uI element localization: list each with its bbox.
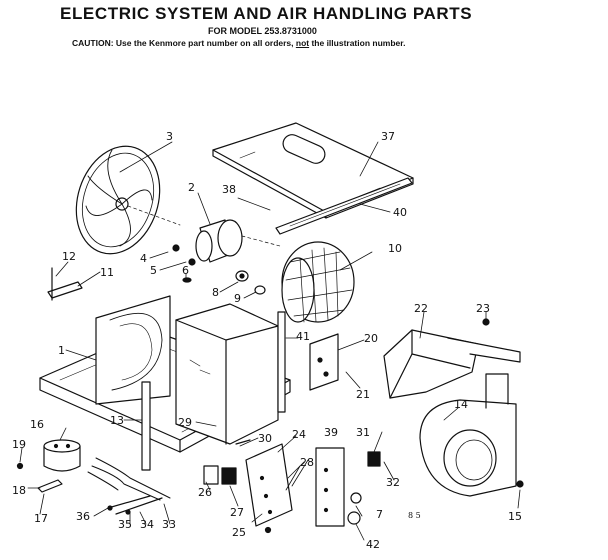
- air-deflector: [383, 329, 479, 399]
- rail-strip: [275, 177, 413, 235]
- support-post: [141, 381, 151, 471]
- callout-35: 35: [118, 518, 132, 531]
- callout-15: 15: [508, 510, 522, 523]
- callout-19: 19: [12, 438, 26, 451]
- inner-divider-box: [175, 303, 279, 445]
- callout-4: 4: [140, 252, 147, 265]
- caution-text-end: the illustration number.: [309, 38, 406, 48]
- callout-16: 16: [30, 418, 44, 431]
- deflector-bracket: [447, 318, 521, 363]
- leader-lines: [19, 141, 521, 541]
- callout-30: 30: [258, 432, 272, 445]
- callout-22: 22: [414, 302, 428, 315]
- knob: [347, 492, 362, 525]
- callout-39: 39: [324, 426, 338, 439]
- callout-13: 13: [110, 414, 124, 427]
- callout-28: 28: [300, 456, 314, 469]
- callout-26: 26: [198, 486, 212, 499]
- callout-8: 8: [212, 286, 219, 299]
- callout-12: 12: [62, 250, 76, 263]
- callout-24: 24: [292, 428, 306, 441]
- callout-36: 36: [76, 510, 90, 523]
- small-hardware: [182, 270, 266, 295]
- callout-34: 34: [140, 518, 154, 531]
- control-switch: [203, 439, 251, 485]
- callout-42: 42: [366, 538, 380, 551]
- print-tag: 8 5: [408, 511, 421, 520]
- callout-37: 37: [381, 130, 395, 143]
- callout-7: 7: [376, 508, 383, 521]
- fan-motor: [172, 219, 281, 266]
- callout-2: 2: [188, 181, 195, 194]
- callout-5: 5: [150, 264, 157, 277]
- callout-33: 33: [162, 518, 176, 531]
- callout-10: 10: [388, 242, 402, 255]
- capacitor-strap: [16, 462, 63, 493]
- callout-20: 20: [364, 332, 378, 345]
- caution-note: CAUTION: Use the Kenmore part number on …: [72, 38, 405, 48]
- capacitor: [43, 439, 81, 472]
- callout-41: 41: [296, 330, 310, 343]
- callout-27: 27: [230, 506, 244, 519]
- callout-25: 25: [232, 526, 246, 539]
- model-number: FOR MODEL 253.8731000: [208, 26, 317, 36]
- callout-14: 14: [454, 398, 468, 411]
- control-panel: [245, 443, 293, 534]
- callout-21: 21: [356, 388, 370, 401]
- caution-not: not: [295, 38, 310, 48]
- callout-11: 11: [100, 266, 114, 279]
- callout-6: 6: [182, 264, 189, 277]
- callout-labels: 3 2 38 37 40 10 4 5 6 8 9 12 11 1 13 29 …: [12, 130, 522, 551]
- page-title: ELECTRIC SYSTEM AND AIR HANDLING PARTS: [60, 4, 473, 23]
- fan-blade: [75, 145, 181, 255]
- bracket: [47, 267, 83, 301]
- callout-31: 31: [356, 426, 370, 439]
- condenser-panel: [95, 295, 171, 405]
- blower-wheel: [281, 241, 355, 323]
- support-rod: [277, 311, 286, 413]
- callout-23: 23: [476, 302, 490, 315]
- blower-scroll-housing: [419, 373, 524, 497]
- callout-9: 9: [234, 292, 241, 305]
- callout-29: 29: [178, 416, 192, 429]
- callout-40: 40: [393, 206, 407, 219]
- callout-32: 32: [386, 476, 400, 489]
- callout-17: 17: [34, 512, 48, 525]
- mounting-plate: [315, 447, 345, 527]
- callout-38: 38: [222, 183, 236, 196]
- relay: [367, 451, 381, 467]
- control-bracket: [309, 333, 339, 391]
- callout-1: 1: [58, 344, 65, 357]
- callout-3: 3: [166, 130, 173, 143]
- caution-text: CAUTION: Use the Kenmore part number on …: [72, 38, 296, 48]
- callout-18: 18: [12, 484, 26, 497]
- wiring-harness: [87, 457, 171, 515]
